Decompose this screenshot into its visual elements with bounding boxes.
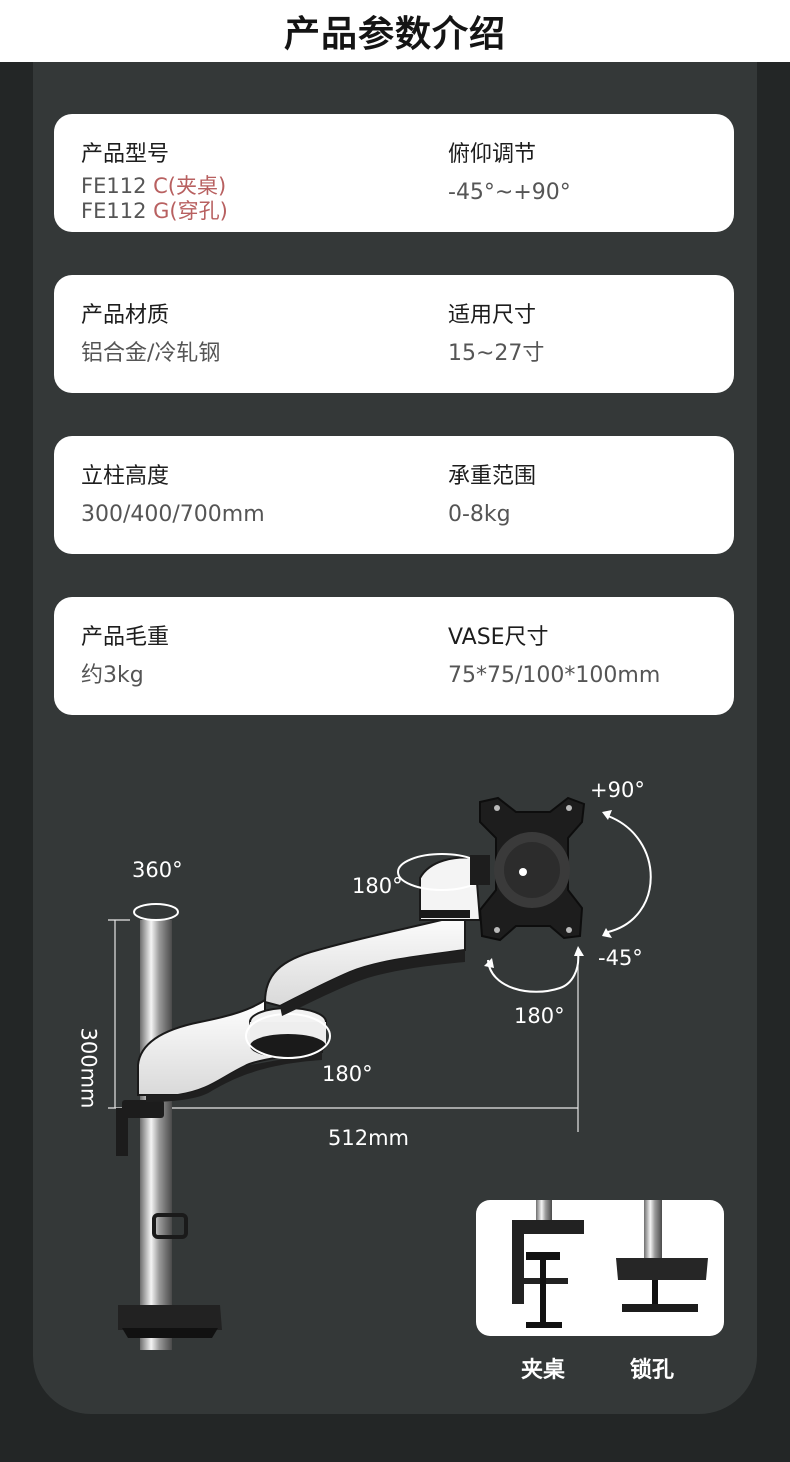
spec-label: VASE尺寸 — [448, 625, 549, 650]
model-list: FE112 C(夹桌) FE112 G(穿孔) — [81, 174, 228, 224]
spec-label: 立柱高度 — [81, 464, 170, 489]
spec-weight: 产品毛重 约3kg — [81, 623, 169, 689]
spec-card-height: 立柱高度 300/400/700mm 承重范围 0-8kg — [54, 436, 734, 554]
spec-label: 俯仰调节 — [448, 142, 537, 167]
spec-value: 铝合金/冷轧钢 — [81, 341, 221, 366]
tilt-down-label: -45° — [598, 946, 643, 970]
reach-dimension-label: 512mm — [328, 1126, 409, 1150]
page-header: 产品参数介绍 — [0, 0, 790, 62]
spec-value: 约3kg — [81, 663, 144, 688]
handle — [116, 1108, 128, 1156]
spec-card-material: 产品材质 铝合金/冷轧钢 适用尺寸 15~27寸 — [54, 275, 734, 393]
model-code: FE112 — [81, 174, 154, 198]
spec-screen-size: 适用尺寸 15~27寸 — [448, 301, 544, 367]
grommet-mount — [616, 1200, 708, 1312]
mid-joint-rotation-label: 180° — [322, 1062, 373, 1086]
spec-model: 产品型号 FE112 C(夹桌) FE112 G(穿孔) — [81, 140, 228, 224]
top-joint-rotation-label: 180° — [352, 874, 403, 898]
spec-value: 15~27寸 — [448, 341, 545, 366]
page-title: 产品参数介绍 — [283, 14, 506, 55]
spec-tilt: 俯仰调节 -45°~+90° — [448, 140, 571, 206]
spec-label: 产品材质 — [81, 303, 170, 328]
vesa-plate — [478, 796, 586, 942]
spec-value: -45°~+90° — [448, 180, 571, 205]
clamp-mount-label: 夹桌 — [521, 1358, 566, 1383]
spec-card-model: 产品型号 FE112 C(夹桌) FE112 G(穿孔) 俯仰调节 -45°~+… — [54, 114, 734, 232]
monitor-arm-illustration — [108, 796, 652, 1350]
dimension-lines — [108, 919, 579, 1132]
clamp-mount — [512, 1200, 584, 1328]
spec-value: 300/400/700mm — [81, 502, 265, 527]
spec-label: 产品毛重 — [81, 625, 170, 650]
pole-rotation-label: 360° — [132, 858, 183, 882]
grommet-mount-label: 锁孔 — [630, 1358, 675, 1383]
height-dimension-label: 300mm — [76, 1027, 101, 1109]
mount-options-illustration — [512, 1200, 708, 1328]
spec-vesa: VASE尺寸 75*75/100*100mm — [448, 623, 660, 689]
model-suffix: C(夹桌) — [153, 174, 227, 198]
spec-label: 产品型号 — [81, 142, 170, 167]
mount-options-card — [476, 1200, 724, 1336]
model-line-clamp: FE112 C(夹桌) — [81, 174, 228, 199]
spec-label: 承重范围 — [448, 464, 537, 489]
spec-label: 适用尺寸 — [448, 303, 537, 328]
spec-material: 产品材质 铝合金/冷轧钢 — [81, 301, 220, 367]
spec-pole-height: 立柱高度 300/400/700mm — [81, 462, 265, 528]
spec-load: 承重范围 0-8kg — [448, 462, 536, 528]
spec-value: 0-8kg — [448, 502, 511, 527]
tilt-up-label: +90° — [590, 778, 645, 802]
model-suffix: G(穿孔) — [153, 199, 228, 223]
monitor-arm-diagram: 360° 180° 180° 180° +90° -45° 512mm 300m… — [60, 760, 740, 1360]
model-line-grommet: FE112 G(穿孔) — [81, 199, 228, 224]
model-code: FE112 — [81, 199, 154, 223]
pole — [140, 920, 172, 1350]
head-rotation-label: 180° — [514, 1004, 565, 1028]
spec-value: 75*75/100*100mm — [448, 663, 661, 688]
spec-card-weight: 产品毛重 约3kg VASE尺寸 75*75/100*100mm — [54, 597, 734, 715]
